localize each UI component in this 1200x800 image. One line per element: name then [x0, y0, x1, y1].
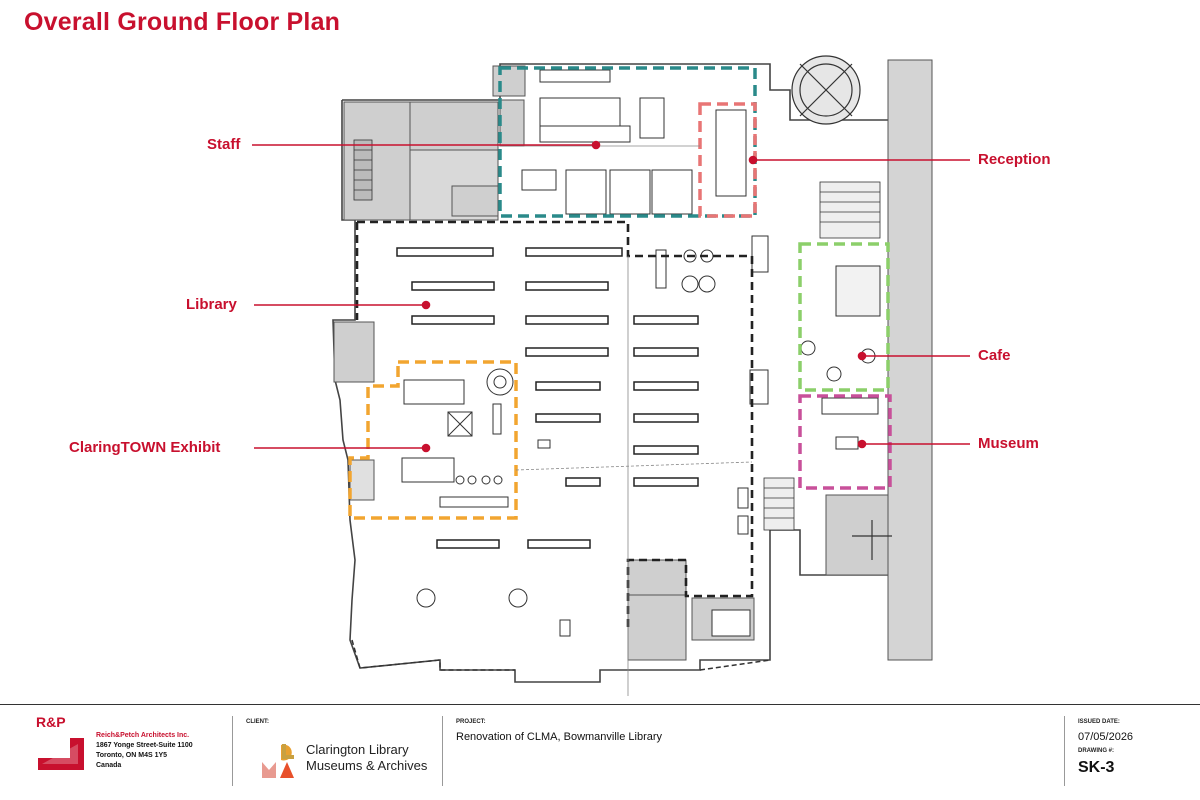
footer-separator: [1064, 716, 1065, 786]
project-name: Renovation of CLMA, Bowmanville Library: [456, 731, 663, 743]
shell-dashes: [351, 639, 771, 671]
issued-date-label: ISSUED DATE:: [1078, 719, 1120, 725]
client-logo: [262, 744, 294, 778]
firm-info: Reich&Petch Architects Inc. 1867 Yonge S…: [96, 731, 193, 771]
footer-divider: [0, 704, 1200, 705]
elevator-tower: [791, 55, 892, 560]
bookshelves: [396, 247, 699, 549]
firm-address-line: 1867 Yonge Street-Suite 1100: [96, 742, 193, 749]
library-zone: [355, 220, 754, 632]
furniture: [401, 69, 881, 637]
library-callout: Library: [186, 296, 237, 313]
drawing-number: SK-3: [1078, 759, 1115, 776]
museum-zone: [798, 394, 892, 490]
callout-leaders: [252, 140, 970, 453]
claringtown-callout: ClaringTOWN Exhibit: [69, 439, 221, 456]
footer-separator: [442, 716, 443, 786]
floor-plan: [252, 55, 970, 696]
firm-logo-letters: R&P: [36, 714, 66, 730]
firm-name: Reich&Petch Architects Inc.: [96, 732, 190, 739]
firm-address-line: Toronto, ON M4S 1Y5: [96, 752, 168, 759]
stairs: [353, 139, 881, 531]
footer-separator: [232, 716, 233, 786]
client-name-line: Clarington Library: [306, 742, 409, 757]
issued-date: 07/05/2026: [1078, 731, 1134, 743]
project-label: PROJECT:: [456, 719, 486, 725]
staff-callout: Staff: [207, 136, 241, 153]
client-name: Clarington Library Museums & Archives: [306, 742, 427, 774]
client-name-line: Museums & Archives: [306, 758, 428, 773]
page-title: Overall Ground Floor Plan: [24, 8, 341, 36]
drawing-number-label: DRAWING #:: [1078, 748, 1114, 754]
cafe-callout: Cafe: [978, 347, 1011, 364]
cafe-zone: [798, 242, 890, 392]
zone-outlines: [348, 66, 892, 671]
service-areas: [333, 59, 933, 661]
reception-callout: Reception: [978, 151, 1051, 168]
claringtown-zone: [348, 360, 518, 520]
firm-logo: [38, 738, 84, 770]
museum-callout: Museum: [978, 435, 1039, 452]
client-label: CLIENT:: [246, 719, 269, 725]
firm-address-line: Canada: [96, 762, 122, 769]
